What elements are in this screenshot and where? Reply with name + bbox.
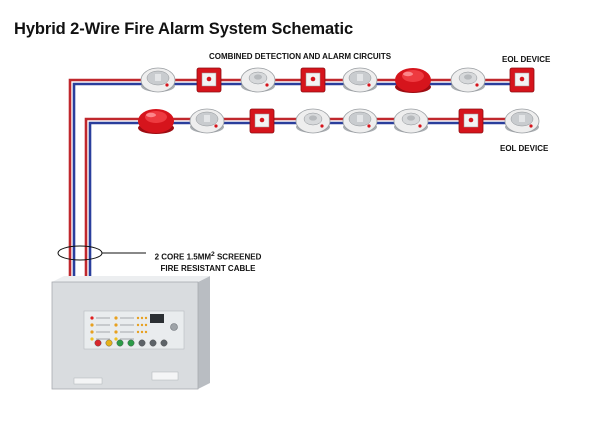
cable-spec-text-b: SCREENED xyxy=(214,252,262,262)
heat-detector-icon xyxy=(393,108,429,134)
panel-button xyxy=(105,339,113,347)
panel-led-text xyxy=(96,331,110,333)
panel-led-text xyxy=(120,324,134,326)
optical-detector-icon xyxy=(504,108,540,134)
manual-call-point-icon xyxy=(300,67,326,93)
manual-call-point-icon xyxy=(458,108,484,134)
panel-button xyxy=(94,339,102,347)
panel-control-buttons xyxy=(94,339,168,347)
panel-led xyxy=(114,337,118,341)
eol-device-label-bottom: EOL DEVICE xyxy=(500,144,549,153)
panel-led-text xyxy=(96,338,110,340)
panel-label-slot-right xyxy=(151,371,179,381)
panel-led xyxy=(114,330,118,334)
optical-detector-icon xyxy=(140,67,176,93)
panel-led-text xyxy=(120,331,134,333)
panel-led xyxy=(90,330,94,334)
sounder-beacon-icon xyxy=(395,68,431,93)
optical-detector-icon xyxy=(342,67,378,93)
circuit-2-wire-blue xyxy=(88,121,528,282)
panel-label-slot-left xyxy=(73,377,103,385)
panel-led-text xyxy=(96,317,110,319)
panel-side xyxy=(198,276,210,389)
cable-bundle-marker xyxy=(57,245,103,261)
panel-lcd-display xyxy=(150,314,164,323)
panel-button xyxy=(116,339,124,347)
sounder-beacon-icon xyxy=(138,109,174,134)
manual-call-point-icon xyxy=(249,108,275,134)
optical-detector-icon xyxy=(189,108,225,134)
panel-button xyxy=(127,339,135,347)
panel-led-text xyxy=(96,324,110,326)
cable-spec-text-a: 2 CORE 1.5MM xyxy=(154,252,212,262)
circuit-2-wire-red xyxy=(84,117,528,282)
manual-call-point-icon xyxy=(196,67,222,93)
panel-key-switch xyxy=(170,323,178,331)
panel-led xyxy=(90,316,94,320)
panel-led xyxy=(114,316,118,320)
panel-led xyxy=(90,323,94,327)
panel-button xyxy=(160,339,168,347)
cable-spec-line-1: 2 CORE 1.5MM2 SCREENED xyxy=(148,249,268,263)
cable-spec-line-2: FIRE RESISTANT CABLE xyxy=(160,263,256,273)
manual-call-point-icon xyxy=(509,67,535,93)
panel-indicator-leds xyxy=(90,316,148,341)
panel-zone-led xyxy=(144,330,148,334)
panel-zone-led xyxy=(144,316,148,320)
diagram-title: Hybrid 2-Wire Fire Alarm System Schemati… xyxy=(14,20,354,38)
circuits-label: COMBINED DETECTION AND ALARM CIRCUITS xyxy=(209,52,392,61)
panel-led-text xyxy=(120,317,134,319)
cable-spec-label: 2 CORE 1.5MM2 SCREENED FIRE RESISTANT CA… xyxy=(148,249,268,274)
panel-led xyxy=(114,323,118,327)
panel-zone-led xyxy=(144,323,148,327)
optical-detector-icon xyxy=(342,108,378,134)
panel-zone-led xyxy=(140,323,144,327)
heat-detector-icon xyxy=(450,67,486,93)
panel-led-text xyxy=(120,338,134,340)
panel-zone-led xyxy=(140,316,144,320)
heat-detector-icon xyxy=(295,108,331,134)
panel-zone-led xyxy=(136,316,140,320)
panel-button xyxy=(138,339,146,347)
eol-device-label-top: EOL DEVICE xyxy=(502,55,551,64)
panel-zone-led xyxy=(140,330,144,334)
panel-led xyxy=(90,337,94,341)
panel-top xyxy=(52,276,210,282)
panel-button xyxy=(149,339,157,347)
heat-detector-icon xyxy=(240,67,276,93)
panel-zone-led xyxy=(136,330,140,334)
circuit-2-wires xyxy=(84,117,528,282)
panel-zone-led xyxy=(136,323,140,327)
cable-spec-superscript: 2 xyxy=(211,251,215,258)
circuit-1-wire-blue xyxy=(72,82,530,282)
fire-alarm-control-panel xyxy=(51,276,210,390)
devices-layer xyxy=(138,67,540,134)
